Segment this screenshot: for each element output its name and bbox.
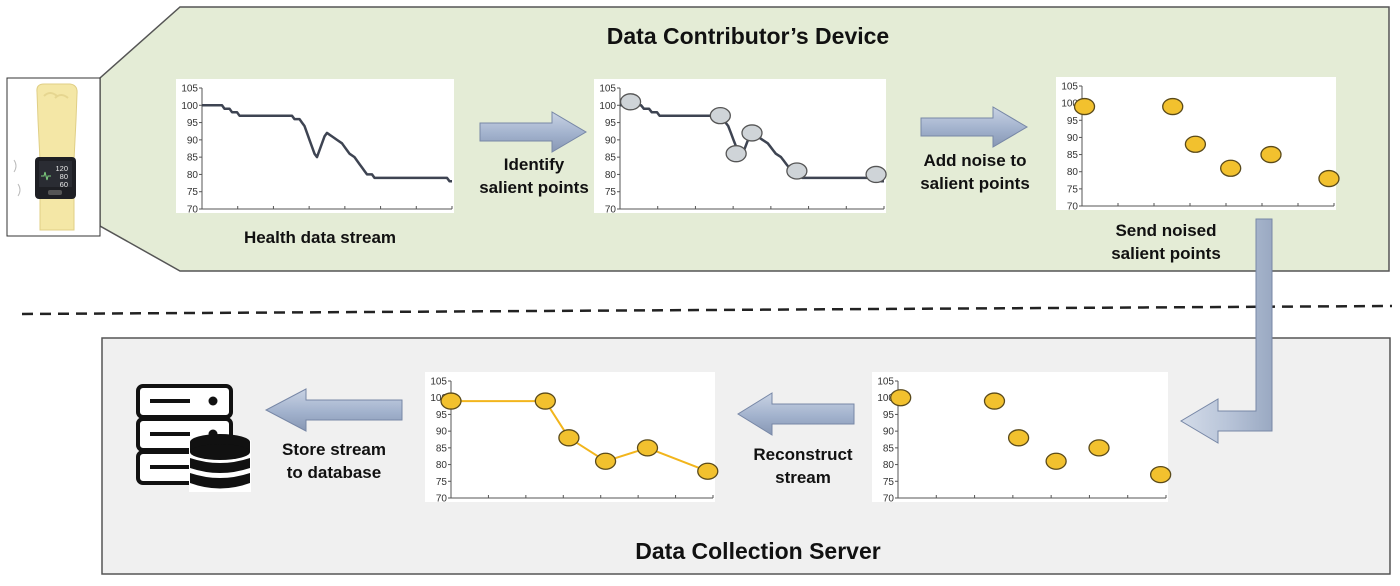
y-tick-label: 80 (883, 460, 895, 471)
y-tick-label: 105 (430, 377, 447, 388)
wrist-device-icon: 120 80 60 (6, 77, 101, 237)
watch-reading-pulse: 60 (60, 180, 68, 189)
noised-point-marker (1045, 452, 1067, 470)
y-tick-label: 90 (1067, 133, 1079, 144)
y-tick-label: 90 (187, 135, 199, 146)
y-tick-label: 90 (883, 427, 895, 438)
watch-reading-sys: 120 (55, 164, 68, 173)
charts: 1051009590858075701051009590858075701051… (176, 77, 1340, 505)
noised-point-marker (1260, 145, 1282, 164)
noised-point-marker (1073, 97, 1096, 116)
y-tick-label: 95 (187, 118, 199, 129)
salient-point-marker (619, 93, 642, 111)
device-server-separator (21, 304, 1393, 316)
chart-background (176, 79, 454, 213)
reconstruct-label-1: Reconstruct (753, 445, 853, 464)
series-line (202, 104, 452, 183)
y-tick-label: 80 (605, 170, 617, 181)
noised-point-marker (697, 462, 719, 480)
noised-point-marker (558, 429, 580, 447)
y-tick-label: 95 (1067, 116, 1079, 127)
add-noise-arrow (920, 106, 1028, 148)
y-tick-label: 70 (605, 205, 617, 216)
add-noise-label-2: salient points (920, 174, 1030, 193)
server-title: Data Collection Server (635, 538, 880, 564)
y-tick-label: 105 (599, 84, 616, 95)
noised-point-marker (594, 452, 617, 470)
noised-point-marker (440, 392, 462, 410)
noised-point-marker (983, 392, 1006, 410)
y-tick-label: 85 (883, 443, 895, 454)
salient-points-chart: 105 100 95 90 85 80 75 70 (594, 79, 887, 216)
noised-point-marker (636, 439, 659, 457)
salient-point-marker (741, 124, 763, 142)
y-tick-label: 85 (1067, 150, 1079, 161)
y-tick-label: 80 (436, 460, 448, 471)
noised-point-marker (1007, 429, 1030, 447)
send-label-1: Send noised (1115, 221, 1216, 240)
y-tick-label: 70 (436, 494, 448, 505)
y-tick-label: 100 (599, 101, 616, 112)
y-tick-label: 95 (436, 410, 448, 421)
salient-point-marker (725, 145, 747, 163)
salient-point-marker (786, 162, 808, 180)
y-tick-label: 70 (883, 494, 895, 505)
y-tick-label: 100 (430, 393, 447, 404)
y-tick-label: 70 (187, 205, 199, 216)
y-tick-label: 85 (436, 443, 448, 454)
y-tick-label: 75 (436, 477, 448, 488)
noised-salient-points-chart: 105 100 95 90 85 80 75 70 (1056, 77, 1340, 213)
y-tick-label: 75 (605, 187, 617, 198)
y-tick-label: 70 (1067, 202, 1079, 213)
device-title: Data Contributor’s Device (607, 23, 889, 49)
y-tick-label: 95 (605, 118, 617, 129)
y-tick-label: 105 (877, 377, 894, 388)
noised-point-marker (1220, 159, 1242, 177)
y-tick-label: 80 (1067, 167, 1079, 178)
store-label-2: to database (287, 463, 381, 482)
noised-point-marker (1184, 135, 1207, 153)
noised-point-marker (1318, 169, 1340, 188)
y-tick-label: 100 (181, 101, 198, 112)
received-salient-points-chart: 105 100 95 90 85 80 75 70 (872, 372, 1172, 505)
watch-reading-dia: 80 (60, 172, 68, 181)
store-label-1: Store stream (282, 440, 386, 459)
store-arrow (264, 388, 403, 432)
reconstruct-arrow (737, 392, 855, 436)
y-tick-label: 90 (436, 427, 448, 438)
send-label-2: salient points (1111, 244, 1221, 263)
server-panel (101, 337, 1391, 575)
reconstructed-stream-chart: 105 100 95 90 85 80 75 70 (425, 372, 719, 505)
noised-point-marker (534, 392, 556, 410)
identify-label-2: salient points (479, 178, 589, 197)
y-tick-label: 75 (883, 477, 895, 488)
y-tick-label: 105 (181, 84, 198, 95)
y-tick-label: 80 (187, 170, 199, 181)
y-tick-label: 105 (1061, 82, 1078, 93)
health-stream-label: Health data stream (244, 228, 396, 247)
send-arrow (1180, 218, 1273, 444)
noised-point-marker (890, 389, 912, 407)
database-icon (189, 434, 251, 492)
noised-point-marker (1088, 439, 1110, 457)
salient-point-marker (709, 107, 731, 125)
y-tick-label: 75 (1067, 184, 1079, 195)
series-line (451, 400, 709, 473)
y-tick-label: 90 (605, 135, 617, 146)
y-tick-label: 95 (883, 410, 895, 421)
reconstruct-label-2: stream (775, 468, 831, 487)
salient-point-marker (865, 165, 887, 184)
noised-point-marker (1149, 465, 1172, 484)
y-tick-label: 85 (187, 153, 199, 164)
y-tick-label: 100 (877, 393, 894, 404)
identify-arrow (479, 111, 587, 153)
identify-label-1: Identify (504, 155, 565, 174)
health-data-stream-chart: 105 100 95 90 85 80 75 70 (176, 79, 454, 216)
y-tick-label: 100 (1061, 99, 1078, 110)
noised-point-marker (1162, 97, 1184, 116)
y-tick-label: 75 (187, 187, 199, 198)
y-tick-label: 85 (605, 153, 617, 164)
add-noise-label-1: Add noise to (924, 151, 1027, 170)
